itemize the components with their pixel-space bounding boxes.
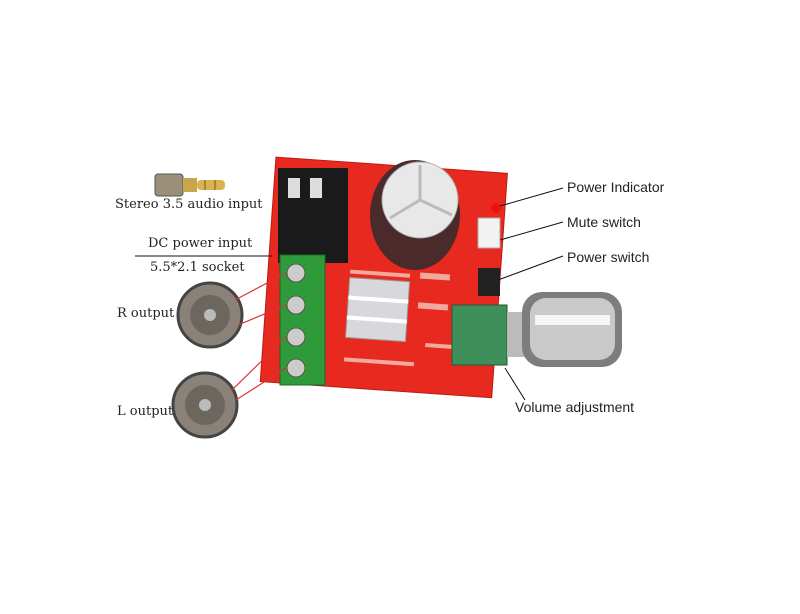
mute-connector [477, 217, 501, 249]
terminal-block [279, 254, 326, 386]
dc-socket-label: 5.5*2.1 socket [150, 260, 245, 275]
speaker-l [171, 371, 239, 439]
power-switch-part [478, 268, 500, 296]
speaker-wires [231, 272, 287, 401]
power-indicator-label: Power Indicator [567, 179, 665, 195]
power-switch-label: Power switch [567, 249, 650, 265]
stereo-input-label: Stereo 3.5 audio input [115, 197, 263, 212]
volume-knob [451, 292, 622, 367]
capacitor [370, 160, 460, 270]
volume-adjustment-label: Volume adjustment [515, 399, 635, 415]
mute-switch-label: Mute switch [567, 214, 641, 230]
dc-socket [278, 168, 348, 263]
audio-jack-plug [154, 173, 225, 197]
r-output-label: R output [117, 306, 175, 321]
l-output-label: L output [117, 404, 174, 419]
speaker-r [176, 281, 244, 349]
power-led [491, 203, 501, 213]
pointer-lines [135, 187, 564, 401]
dc-power-label: DC power input [148, 236, 253, 251]
